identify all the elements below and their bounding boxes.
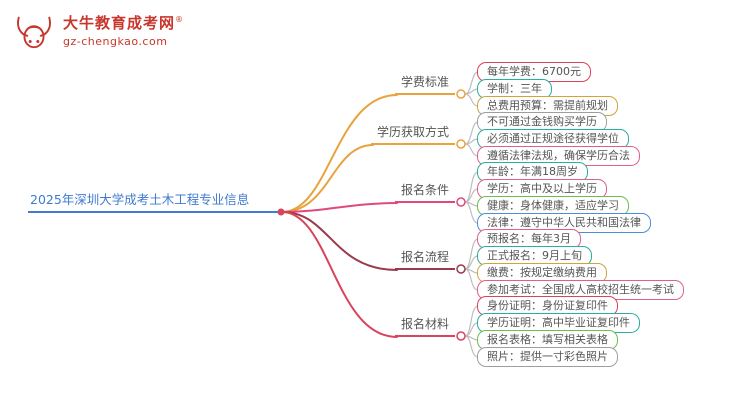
logo-subtitle: gz-chengkao.com bbox=[63, 35, 168, 48]
leaf-connector bbox=[464, 335, 479, 358]
root-dot bbox=[277, 208, 285, 216]
branch-connector bbox=[281, 144, 374, 213]
collapse-handle[interactable] bbox=[456, 264, 466, 274]
leaf-node[interactable]: 学历：高中及以上学历 bbox=[477, 179, 607, 199]
logo-title: 大牛教育成考网® bbox=[63, 14, 185, 32]
collapse-handle[interactable] bbox=[456, 197, 466, 207]
site-logo: 大牛教育成考网® gz-chengkao.com bbox=[12, 10, 184, 56]
leaf-node[interactable]: 健康：身体健康，适应学习 bbox=[477, 196, 629, 216]
leaf-connector bbox=[464, 201, 479, 224]
branch-connector bbox=[281, 202, 398, 213]
branch-connector bbox=[281, 94, 398, 213]
bull-icon bbox=[12, 10, 56, 56]
root-topic[interactable]: 2025年深圳大学成考土木工程专业信息 bbox=[28, 192, 278, 213]
leaf-connector bbox=[464, 93, 479, 107]
branch-node-materials[interactable]: 报名材料 bbox=[394, 316, 455, 337]
leaf-node[interactable]: 报名表格：填写相关表格 bbox=[477, 330, 618, 350]
branch-node-process[interactable]: 报名流程 bbox=[394, 249, 455, 270]
leaf-node[interactable]: 年龄：年满18周岁 bbox=[477, 162, 588, 182]
leaf-node[interactable]: 总费用预算：需提前规划 bbox=[477, 96, 618, 116]
branch-node-degree-method[interactable]: 学历获取方式 bbox=[370, 124, 455, 145]
collapse-handle[interactable] bbox=[456, 331, 466, 341]
branch-connector bbox=[281, 211, 398, 271]
collapse-handle[interactable] bbox=[456, 89, 466, 99]
collapse-handle[interactable] bbox=[456, 139, 466, 149]
leaf-connector bbox=[464, 143, 479, 157]
branch-node-requirements[interactable]: 报名条件 bbox=[394, 182, 455, 203]
leaf-node[interactable]: 照片：提供一寸彩色照片 bbox=[477, 347, 618, 367]
leaf-node[interactable]: 法律：遵守中华人民共和国法律 bbox=[477, 213, 651, 233]
leaf-connector bbox=[464, 268, 479, 291]
trademark-symbol: ® bbox=[175, 15, 185, 24]
branch-node-tuition[interactable]: 学费标准 bbox=[394, 74, 455, 95]
leaf-node[interactable]: 缴费：按规定缴纳费用 bbox=[477, 263, 607, 283]
leaf-node[interactable]: 遵循法律法规，确保学历合法 bbox=[477, 146, 640, 166]
leaf-node[interactable]: 预报名：每年3月 bbox=[477, 229, 581, 249]
root-topic-label: 2025年深圳大学成考土木工程专业信息 bbox=[30, 192, 250, 207]
branch-connector bbox=[281, 211, 398, 338]
leaf-node[interactable]: 必须通过正规途径获得学位 bbox=[477, 129, 629, 149]
